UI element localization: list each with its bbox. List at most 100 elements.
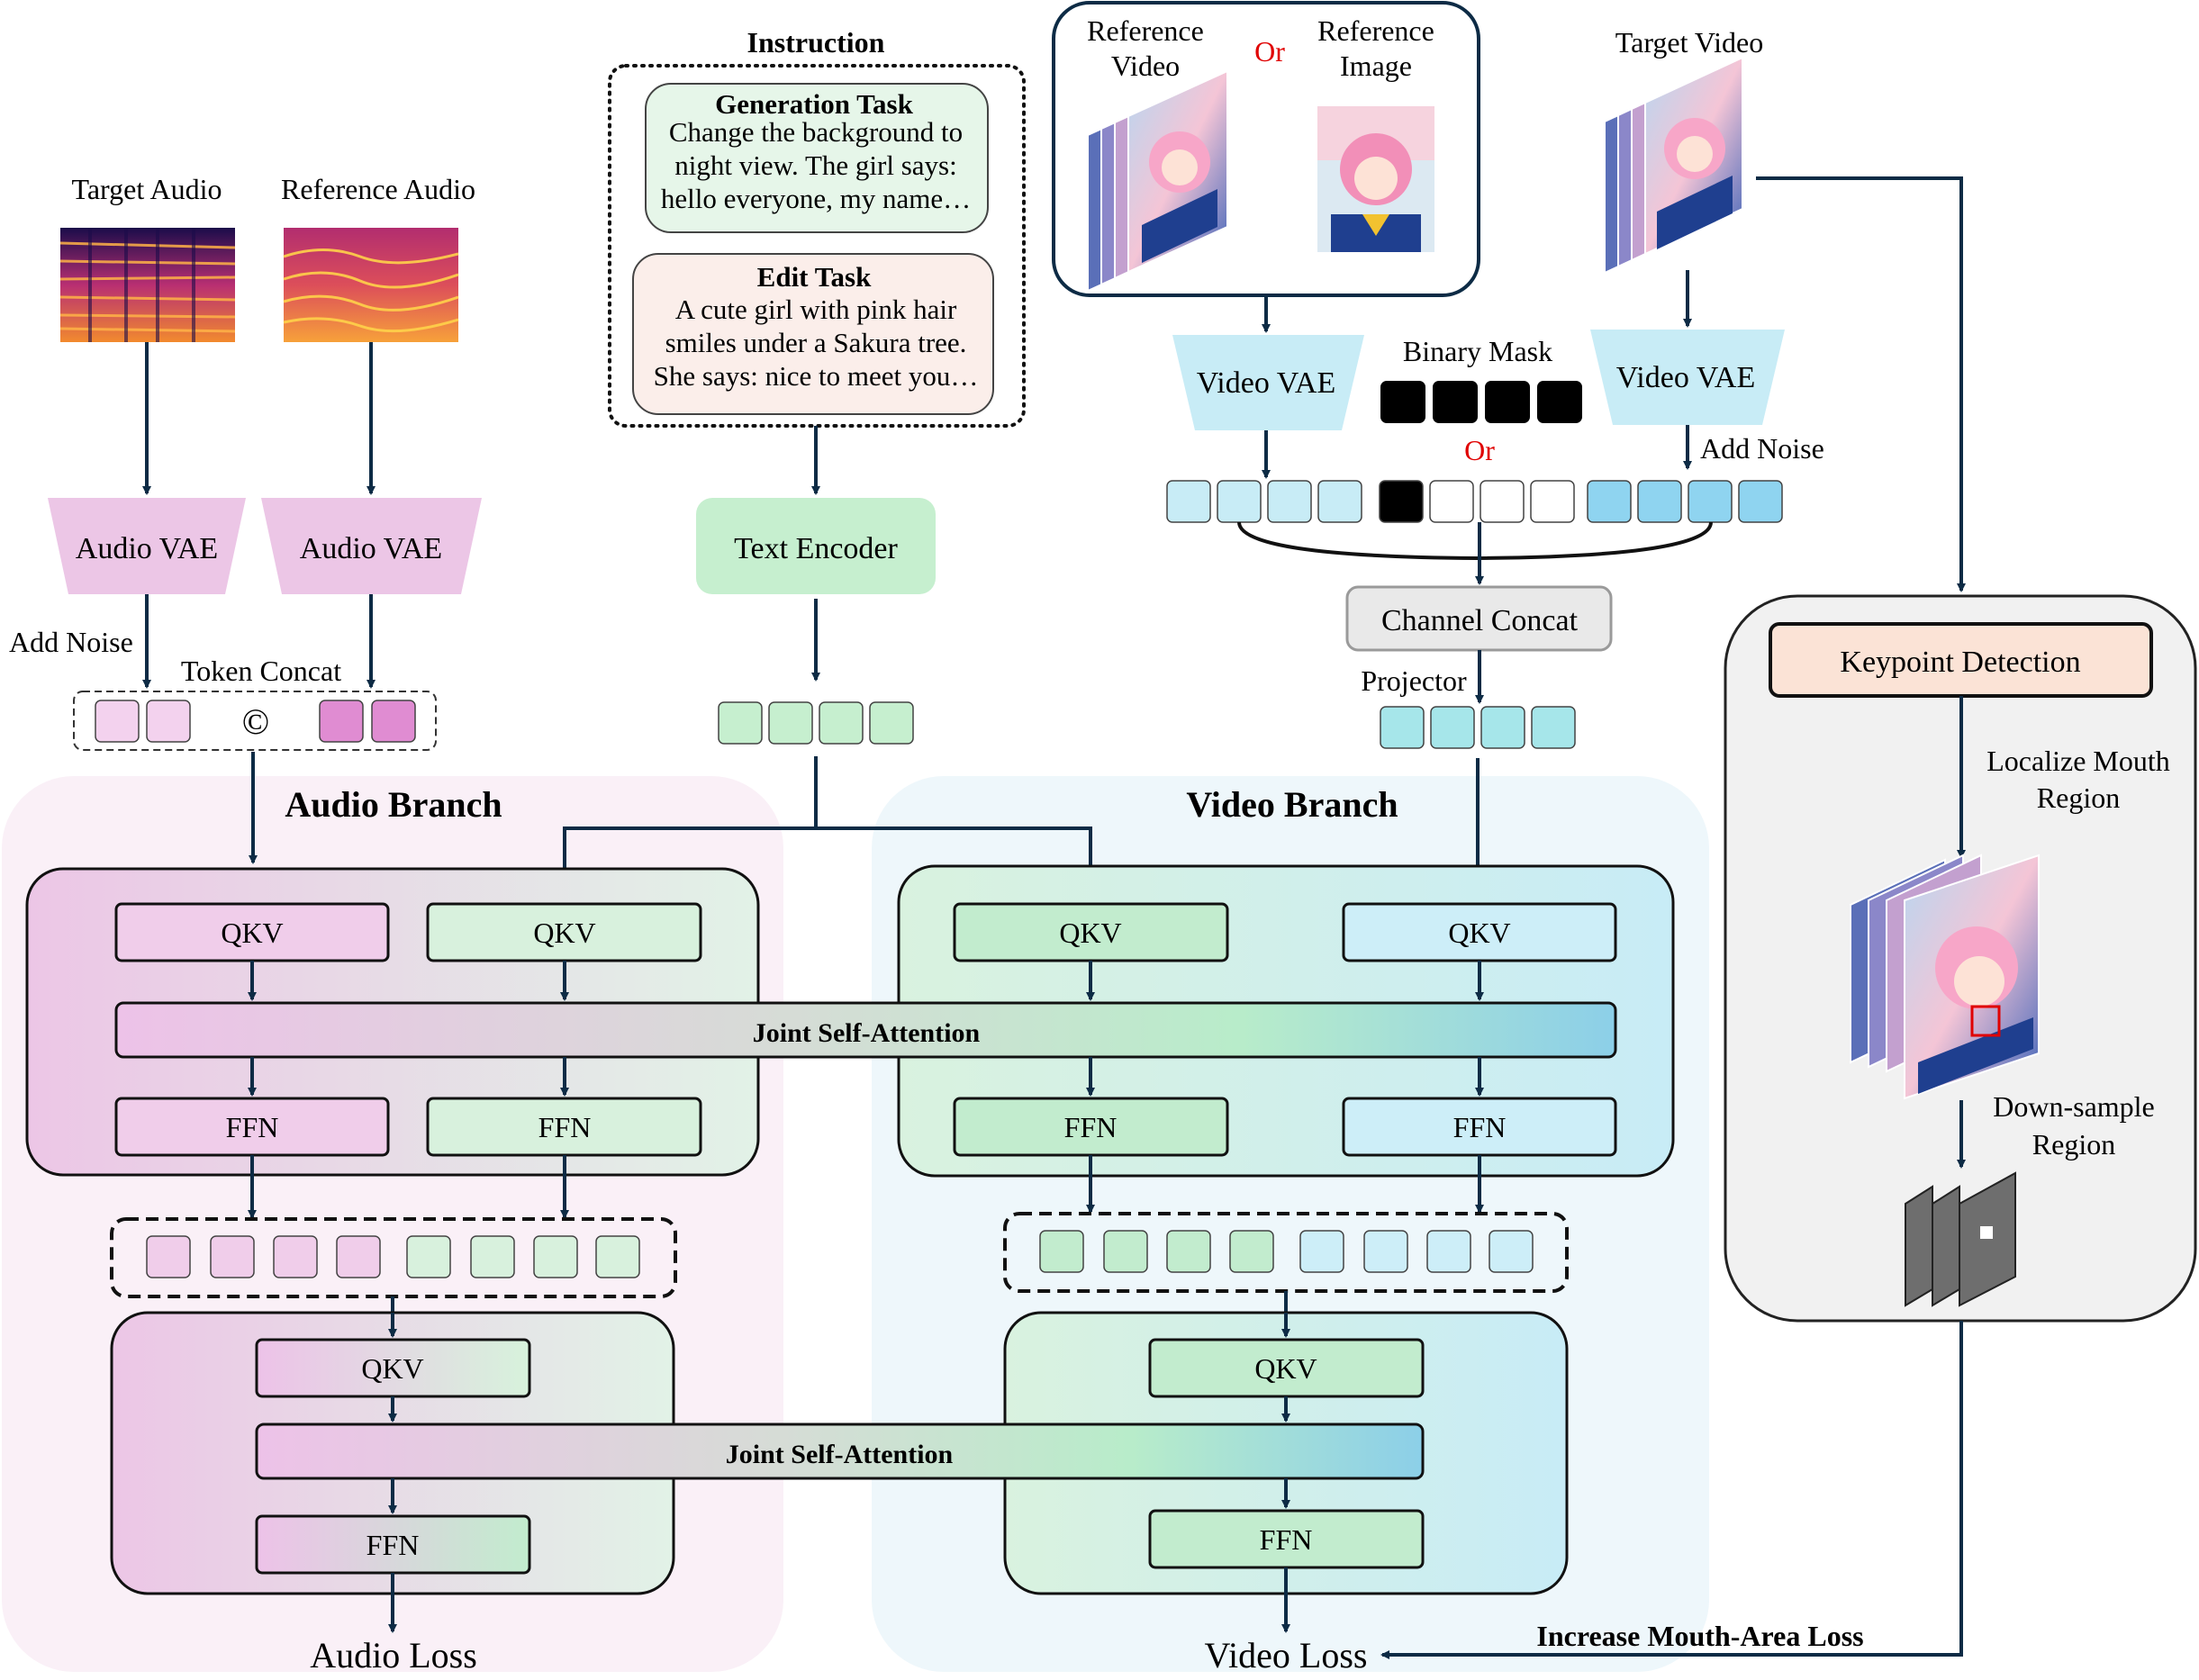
reference-video-label: Reference bbox=[1087, 14, 1204, 47]
mask-latent-token bbox=[1379, 480, 1424, 523]
reference-latent-token bbox=[1267, 480, 1312, 523]
reference-video-frames bbox=[1087, 69, 1228, 293]
audio-vae-target-label: Audio VAE bbox=[76, 532, 218, 565]
downsampled-mouth-maps bbox=[1905, 1171, 2016, 1307]
video-token bbox=[1299, 1230, 1344, 1273]
mask-latent-token bbox=[1530, 480, 1575, 523]
edit-task-card: Edit Task A cute girl with pink hair smi… bbox=[632, 253, 994, 415]
joint-self-attention-1 bbox=[114, 1001, 1617, 1059]
ffn-label: FFN bbox=[366, 1529, 420, 1561]
text-encoder: Text Encoder bbox=[696, 498, 936, 594]
video-vae-target: Video VAE bbox=[1590, 330, 1785, 425]
reference-latent-token bbox=[1166, 480, 1211, 523]
audio-token bbox=[371, 700, 416, 743]
reference-video-label: Video bbox=[1111, 50, 1180, 82]
channel-concat: Channel Concat bbox=[1345, 585, 1613, 652]
qkv-label: QKV bbox=[221, 917, 283, 949]
video-token bbox=[1363, 1230, 1408, 1273]
reference-latent-token bbox=[1317, 480, 1362, 523]
video-token bbox=[1480, 706, 1525, 749]
audio-token bbox=[146, 1235, 191, 1278]
audio-token bbox=[319, 700, 364, 743]
audio-token bbox=[95, 700, 140, 743]
text-token bbox=[533, 1235, 578, 1278]
qkv-label: QKV bbox=[533, 917, 595, 949]
reference-image-label: Image bbox=[1340, 50, 1412, 82]
audio-branch-title: Audio Branch bbox=[285, 784, 502, 825]
target-audio-label: Target Audio bbox=[72, 173, 222, 205]
keypoint-detection-label: Keypoint Detection bbox=[1840, 646, 2080, 679]
ffn-label: FFN bbox=[538, 1111, 592, 1143]
joint-self-attention-label: Joint Self-Attention bbox=[726, 1440, 954, 1469]
video-vae-reference-label: Video VAE bbox=[1197, 366, 1335, 400]
text-token bbox=[1229, 1230, 1274, 1273]
qkv-label: QKV bbox=[1448, 917, 1510, 949]
target-latent-token bbox=[1738, 480, 1783, 523]
or-label: Or bbox=[1464, 434, 1495, 466]
mask-latent-token bbox=[1429, 480, 1474, 523]
downsample-region-label: Down-sample bbox=[1993, 1090, 2155, 1123]
video-token bbox=[1489, 1230, 1534, 1273]
mask-token bbox=[1433, 381, 1478, 423]
target-latent-token bbox=[1688, 480, 1733, 523]
video-token bbox=[1380, 706, 1425, 749]
text-token bbox=[768, 701, 813, 745]
audio-add-noise-label: Add Noise bbox=[9, 626, 133, 658]
audio-token-sequence: © bbox=[73, 691, 437, 751]
audio-vae-reference: Audio VAE bbox=[261, 498, 482, 594]
qkv-label: QKV bbox=[361, 1352, 423, 1385]
text-token bbox=[406, 1235, 451, 1278]
generation-task-line: night view. The girl says: bbox=[674, 149, 956, 181]
mask-token bbox=[1380, 381, 1425, 423]
target-video-frames bbox=[1604, 56, 1743, 275]
qkv-label: QKV bbox=[1059, 917, 1121, 949]
video-branch-title: Video Branch bbox=[1186, 784, 1398, 825]
keypoint-detection-box: Keypoint Detection bbox=[1769, 622, 2153, 698]
mask-latent-token bbox=[1480, 480, 1525, 523]
ffn-label: FFN bbox=[1064, 1111, 1118, 1143]
video-add-noise-label: Add Noise bbox=[1700, 432, 1824, 465]
ffn-label: FFN bbox=[226, 1111, 279, 1143]
edit-task-line: A cute girl with pink hair bbox=[675, 294, 957, 325]
token-concat-label: Token Concat bbox=[181, 655, 341, 687]
text-token bbox=[718, 701, 763, 745]
video-token bbox=[1531, 706, 1576, 749]
instruction-title: Instruction bbox=[747, 26, 885, 59]
or-label: Or bbox=[1254, 35, 1285, 68]
text-token bbox=[1039, 1230, 1084, 1273]
projector-label: Projector bbox=[1361, 664, 1467, 697]
video-latent-tokens bbox=[1166, 480, 1783, 523]
joint-self-attention-label: Joint Self-Attention bbox=[753, 1018, 981, 1048]
localize-mouth-label: Localize Mouth bbox=[1986, 745, 2169, 777]
target-latent-token bbox=[1637, 480, 1682, 523]
target-latent-token bbox=[1587, 480, 1632, 523]
reference-audio-label: Reference Audio bbox=[281, 173, 475, 205]
reference-image-label: Reference bbox=[1317, 14, 1434, 47]
localize-mouth-label: Region bbox=[2037, 781, 2120, 814]
audio-token bbox=[336, 1235, 381, 1278]
reference-image bbox=[1317, 106, 1434, 252]
generation-task-card: Generation Task Change the background to… bbox=[645, 83, 989, 233]
text-token-sequence bbox=[718, 701, 914, 745]
generation-task-line: Change the background to bbox=[669, 116, 963, 148]
audio-token bbox=[146, 700, 191, 743]
edit-task-line: She says: nice to meet you… bbox=[654, 360, 979, 392]
audio-vae-target: Audio VAE bbox=[48, 498, 246, 594]
edit-task-line: smiles under a Sakura tree. bbox=[665, 327, 967, 358]
reference-latent-token bbox=[1217, 480, 1262, 523]
text-token bbox=[595, 1235, 640, 1278]
text-token bbox=[1166, 1230, 1211, 1273]
video-loss-label: Video Loss bbox=[1205, 1635, 1368, 1675]
audio-token bbox=[273, 1235, 318, 1278]
text-token bbox=[470, 1235, 515, 1278]
token-concat-symbol: © bbox=[242, 701, 269, 742]
downsample-region-label: Region bbox=[2032, 1128, 2115, 1161]
text-encoder-label: Text Encoder bbox=[734, 532, 898, 565]
binary-mask-tokens bbox=[1380, 381, 1582, 423]
video-token bbox=[1430, 706, 1475, 749]
mouth-region-frames bbox=[1850, 854, 2040, 1100]
video-vae-target-label: Video VAE bbox=[1616, 361, 1755, 394]
text-token bbox=[819, 701, 864, 745]
